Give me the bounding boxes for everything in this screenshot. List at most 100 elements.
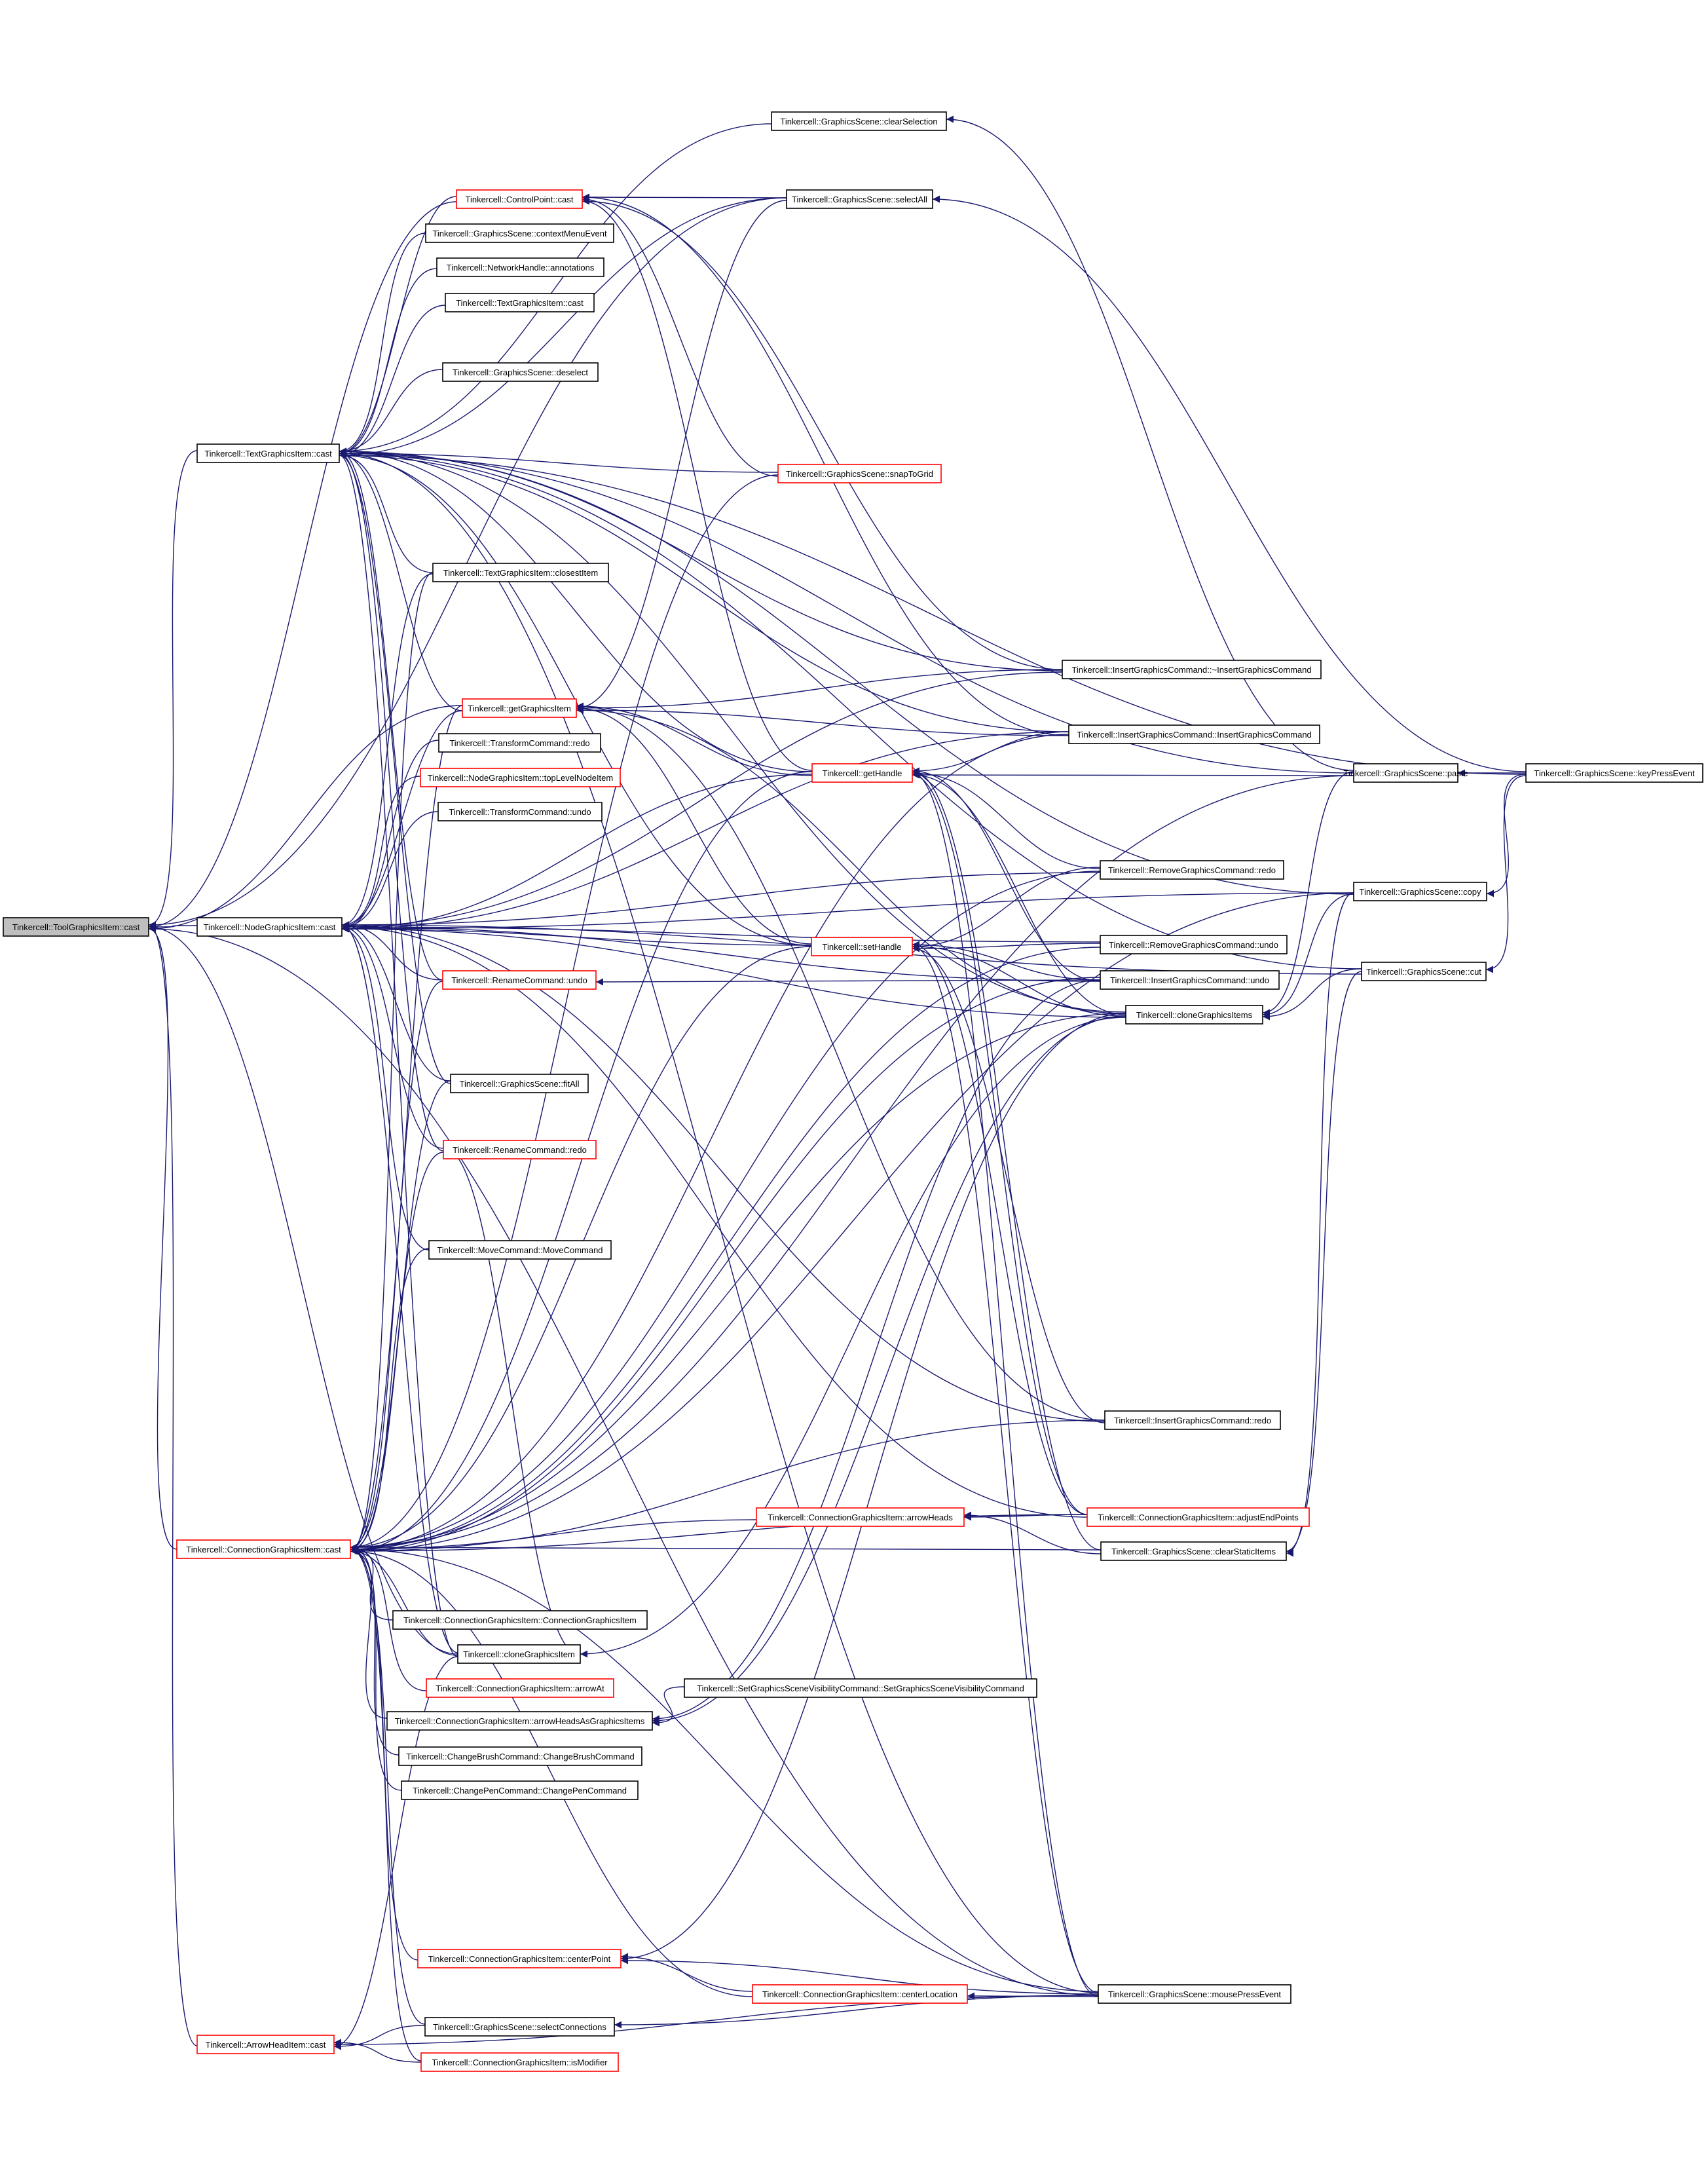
node-pencmd[interactable]: Tinkercell::ChangePenCommand::ChangePenC… <box>401 1780 639 1800</box>
node-snap[interactable]: Tinkercell::GraphicsScene::snapToGrid <box>777 464 942 483</box>
node-box[interactable] <box>425 223 614 243</box>
node-arrowcast[interactable]: Tinkercell::ArrowHeadItem::cast <box>196 2035 335 2054</box>
node-box[interactable] <box>811 937 913 956</box>
node-box[interactable] <box>442 970 597 990</box>
node-box[interactable] <box>771 111 947 131</box>
node-closest[interactable]: Tinkercell::TextGraphicsItem::closestIte… <box>432 563 609 582</box>
node-box[interactable] <box>196 2035 335 2054</box>
node-toplevel[interactable]: Tinkercell::NodeGraphicsItem::topLevelNo… <box>420 768 621 787</box>
node-box[interactable] <box>3 917 149 937</box>
node-tfredo[interactable]: Tinkercell::TransformCommand::redo <box>438 733 601 753</box>
node-box[interactable] <box>392 1610 648 1630</box>
node-adjustend[interactable]: Tinkercell::ConnectionGraphicsItem::adju… <box>1086 1507 1310 1527</box>
node-ctxmenu[interactable]: Tinkercell::GraphicsScene::contextMenuEv… <box>425 223 614 243</box>
node-arrowheadsgi[interactable]: Tinkercell::ConnectionGraphicsItem::arro… <box>386 1711 653 1731</box>
node-getgi[interactable]: Tinkercell::getGraphicsItem <box>462 698 577 718</box>
node-box[interactable] <box>428 1240 612 1260</box>
node-box[interactable] <box>398 1746 642 1766</box>
node-box[interactable] <box>1086 1507 1310 1527</box>
node-box[interactable] <box>457 1644 581 1664</box>
node-box[interactable] <box>426 1678 614 1698</box>
node-centerloc[interactable]: Tinkercell::ConnectionGraphicsItem::cent… <box>752 1984 968 2004</box>
node-keypress[interactable]: Tinkercell::GraphicsScene::keyPressEvent <box>1525 763 1703 783</box>
node-arrowheads[interactable]: Tinkercell::ConnectionGraphicsItem::arro… <box>756 1507 965 1527</box>
node-box[interactable] <box>1100 935 1288 954</box>
node-deselect[interactable]: Tinkercell::GraphicsScene::deselect <box>442 362 599 382</box>
node-root[interactable]: Tinkercell::ToolGraphicsItem::cast <box>3 917 149 937</box>
node-box[interactable] <box>1125 1005 1263 1025</box>
node-nodecast[interactable]: Tinkercell::NodeGraphicsItem::cast <box>196 917 343 937</box>
node-box[interactable] <box>786 189 933 209</box>
node-box[interactable] <box>445 293 595 312</box>
node-box[interactable] <box>443 1140 597 1159</box>
node-selconn[interactable]: Tinkercell::GraphicsScene::selectConnect… <box>424 2017 615 2037</box>
node-centerpt[interactable]: Tinkercell::ConnectionGraphicsItem::cent… <box>417 1949 622 1968</box>
node-box[interactable] <box>811 763 913 783</box>
node-brushcmd[interactable]: Tinkercell::ChangeBrushCommand::ChangeBr… <box>398 1746 642 1766</box>
node-setvis[interactable]: Tinkercell::SetGraphicsSceneVisibilityCo… <box>684 1678 1037 1698</box>
node-box[interactable] <box>417 1949 622 1968</box>
node-clonegis[interactable]: Tinkercell::cloneGraphicsItems <box>1125 1005 1263 1025</box>
node-renundo[interactable]: Tinkercell::RenameCommand::undo <box>442 970 597 990</box>
node-box[interactable] <box>437 802 603 821</box>
node-gethandle[interactable]: Tinkercell::getHandle <box>811 763 913 783</box>
node-box[interactable] <box>420 2052 619 2072</box>
node-paste[interactable]: Tinkercell::GraphicsScene::paste <box>1343 763 1468 783</box>
node-box[interactable] <box>436 257 604 277</box>
node-box[interactable] <box>1068 724 1320 744</box>
node-box[interactable] <box>456 189 583 209</box>
node-box[interactable] <box>196 443 340 463</box>
node-removeredo[interactable]: Tinkercell::RemoveGraphicsCommand::redo <box>1100 860 1284 880</box>
node-box[interactable] <box>1361 962 1487 981</box>
node-box[interactable] <box>684 1678 1037 1698</box>
node-selectall[interactable]: Tinkercell::GraphicsScene::selectAll <box>786 189 933 209</box>
node-box[interactable] <box>196 917 343 937</box>
node-box[interactable] <box>752 1984 968 2004</box>
node-copy[interactable]: Tinkercell::GraphicsScene::copy <box>1353 882 1487 901</box>
node-box[interactable] <box>442 362 599 382</box>
node-box[interactable] <box>1062 660 1322 679</box>
node-box[interactable] <box>386 1711 653 1731</box>
node-ismod[interactable]: Tinkercell::ConnectionGraphicsItem::isMo… <box>420 2052 619 2072</box>
node-box[interactable] <box>1353 882 1487 901</box>
node-textcast[interactable]: Tinkercell::TextGraphicsItem::cast <box>196 443 340 463</box>
node-box[interactable] <box>1100 1541 1287 1561</box>
node-box[interactable] <box>432 563 609 582</box>
node-arrowat[interactable]: Tinkercell::ConnectionGraphicsItem::arro… <box>426 1678 614 1698</box>
node-insredo[interactable]: Tinkercell::InsertGraphicsCommand::redo <box>1104 1410 1281 1430</box>
node-removeundo[interactable]: Tinkercell::RemoveGraphicsCommand::undo <box>1100 935 1288 954</box>
node-tfundo[interactable]: Tinkercell::TransformCommand::undo <box>437 802 603 821</box>
node-conncast[interactable]: Tinkercell::ConnectionGraphicsItem::cast <box>176 1539 351 1559</box>
node-box[interactable] <box>1525 763 1703 783</box>
node-box[interactable] <box>420 768 621 787</box>
node-clearstatic[interactable]: Tinkercell::GraphicsScene::clearStaticIt… <box>1100 1541 1287 1561</box>
node-mousepress[interactable]: Tinkercell::GraphicsScene::mousePressEve… <box>1098 1984 1291 2004</box>
node-textcast2[interactable]: Tinkercell::TextGraphicsItem::cast <box>445 293 595 312</box>
node-fitall[interactable]: Tinkercell::GraphicsScene::fitAll <box>450 1074 589 1093</box>
node-box[interactable] <box>1353 763 1458 783</box>
node-clearsel[interactable]: Tinkercell::GraphicsScene::clearSelectio… <box>771 111 947 131</box>
node-box[interactable] <box>1104 1410 1281 1430</box>
node-connctor[interactable]: Tinkercell::ConnectionGraphicsItem::Conn… <box>392 1610 648 1630</box>
node-ctorinsert[interactable]: Tinkercell::InsertGraphicsCommand::Inser… <box>1068 724 1320 744</box>
node-box[interactable] <box>462 698 577 718</box>
node-box[interactable] <box>1100 860 1284 880</box>
node-sethandle[interactable]: Tinkercell::setHandle <box>811 937 913 956</box>
node-box[interactable] <box>1098 1984 1291 2004</box>
node-box[interactable] <box>401 1780 639 1800</box>
node-box[interactable] <box>176 1539 351 1559</box>
node-annot[interactable]: Tinkercell::NetworkHandle::annotations <box>436 257 604 277</box>
node-clonegi[interactable]: Tinkercell::cloneGraphicsItem <box>457 1644 581 1664</box>
node-box[interactable] <box>1100 970 1280 990</box>
node-box[interactable] <box>777 464 942 483</box>
node-box[interactable] <box>450 1074 589 1093</box>
node-box[interactable] <box>424 2017 615 2037</box>
node-cpcast[interactable]: Tinkercell::ControlPoint::cast <box>456 189 583 209</box>
node-cut[interactable]: Tinkercell::GraphicsScene::cut <box>1361 962 1487 981</box>
node-dtorinsert[interactable]: Tinkercell::InsertGraphicsCommand::~Inse… <box>1062 660 1322 679</box>
node-box[interactable] <box>756 1507 965 1527</box>
node-box[interactable] <box>438 733 601 753</box>
node-renredo[interactable]: Tinkercell::RenameCommand::redo <box>443 1140 597 1159</box>
node-insundo[interactable]: Tinkercell::InsertGraphicsCommand::undo <box>1100 970 1280 990</box>
node-movecmd[interactable]: Tinkercell::MoveCommand::MoveCommand <box>428 1240 612 1260</box>
